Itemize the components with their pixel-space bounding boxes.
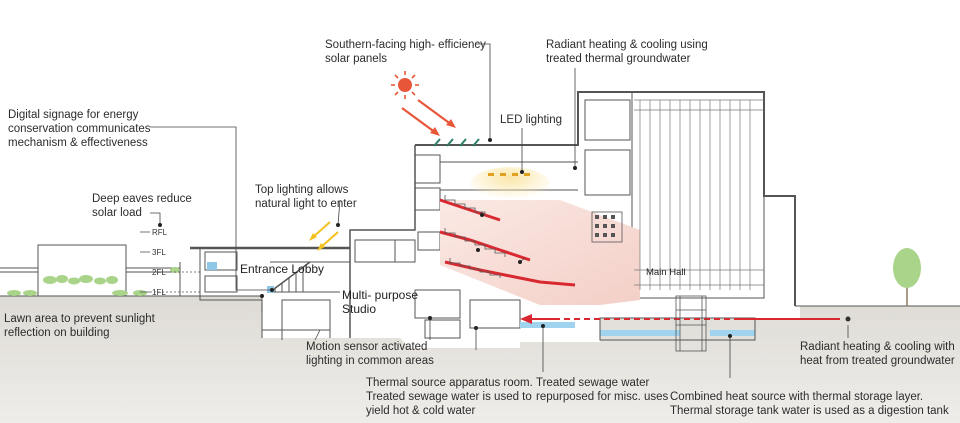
- sunlight-arrows: [401, 99, 456, 136]
- level-1fl: 1FL: [152, 288, 166, 297]
- leader-lines: [150, 43, 849, 378]
- annotation-solar-panels: Southern-facing high- efficiency solar p…: [325, 39, 486, 65]
- tree-icon: [893, 248, 921, 306]
- stage-lift: [675, 295, 707, 352]
- adjacent-building: [0, 244, 181, 297]
- annotation-treated-sewage: Treated sewage water repurposed for misc…: [536, 377, 669, 403]
- room-entrance-lobby: Entrance Lobby: [240, 262, 325, 276]
- shrubs: [7, 267, 180, 296]
- top-light-arrows: [309, 221, 339, 251]
- led-fixtures: [488, 173, 530, 176]
- annotation-lawn: Lawn area to prevent sunlight reflection…: [4, 313, 155, 339]
- annotation-motion-sensor: Motion sensor activated lighting in comm…: [306, 341, 434, 367]
- annotation-radiant-bottom: Radiant heating & cooling with heat from…: [800, 341, 955, 367]
- sun-icon: [391, 71, 419, 99]
- groundwater-pipe: [520, 314, 851, 324]
- level-rfl: RFL: [152, 228, 168, 237]
- seating-steps: [444, 195, 506, 278]
- annotation-led-lighting: LED lighting: [500, 114, 563, 126]
- stage-rigging: [634, 99, 764, 290]
- level-2fl: 2FL: [152, 268, 166, 277]
- leader-dots: [158, 138, 732, 338]
- annotation-thermal-source: Thermal source apparatus room. Treated s…: [366, 377, 533, 417]
- room-multipurpose-studio: Multi- purpose Studio: [342, 288, 419, 316]
- annotation-digital-signage: Digital signage for energy conservation …: [8, 109, 151, 149]
- annotation-radiant-top: Radiant heating & cooling using treated …: [546, 39, 708, 65]
- stage-equipment: [591, 211, 623, 243]
- annotation-combined-heat: Combined heat source with thermal storag…: [670, 391, 949, 417]
- solar-panel-icon: [433, 138, 480, 147]
- level-marks: [140, 231, 200, 293]
- led-glow: [470, 167, 550, 203]
- main-building-shell: [281, 91, 796, 340]
- level-3fl: 3FL: [152, 248, 166, 257]
- room-main-hall: Main Hall: [646, 267, 686, 278]
- annotation-top-lighting: Top lighting allows natural light to ent…: [255, 184, 357, 210]
- annotation-deep-eaves: Deep eaves reduce solar load: [92, 193, 192, 219]
- main-hall-zone: [440, 200, 640, 305]
